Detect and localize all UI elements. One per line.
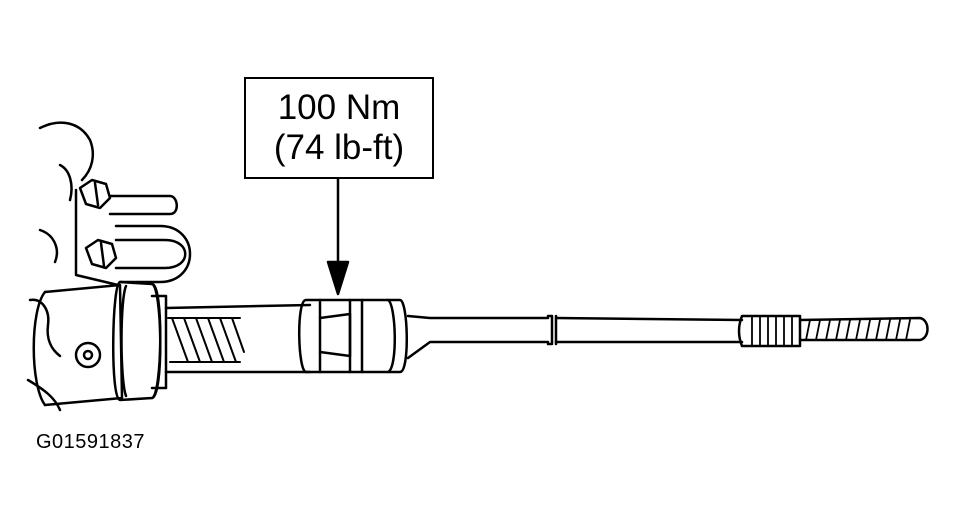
coil-section [164,303,312,374]
callout-arrow [326,177,350,296]
torque-callout-box: 100 Nm (74 lb-ft) [244,77,434,179]
torque-value-imperial: (74 lb-ft) [273,128,405,167]
rack-housing [32,283,124,407]
tie-rod-shaft [406,314,744,360]
housing-flange [112,280,168,402]
figure-id: G01591837 [36,431,146,453]
threaded-end [737,314,929,348]
inner-tie-rod-socket [298,298,408,374]
mount-bolts [74,178,192,287]
torque-value-metric: 100 Nm [277,88,401,127]
